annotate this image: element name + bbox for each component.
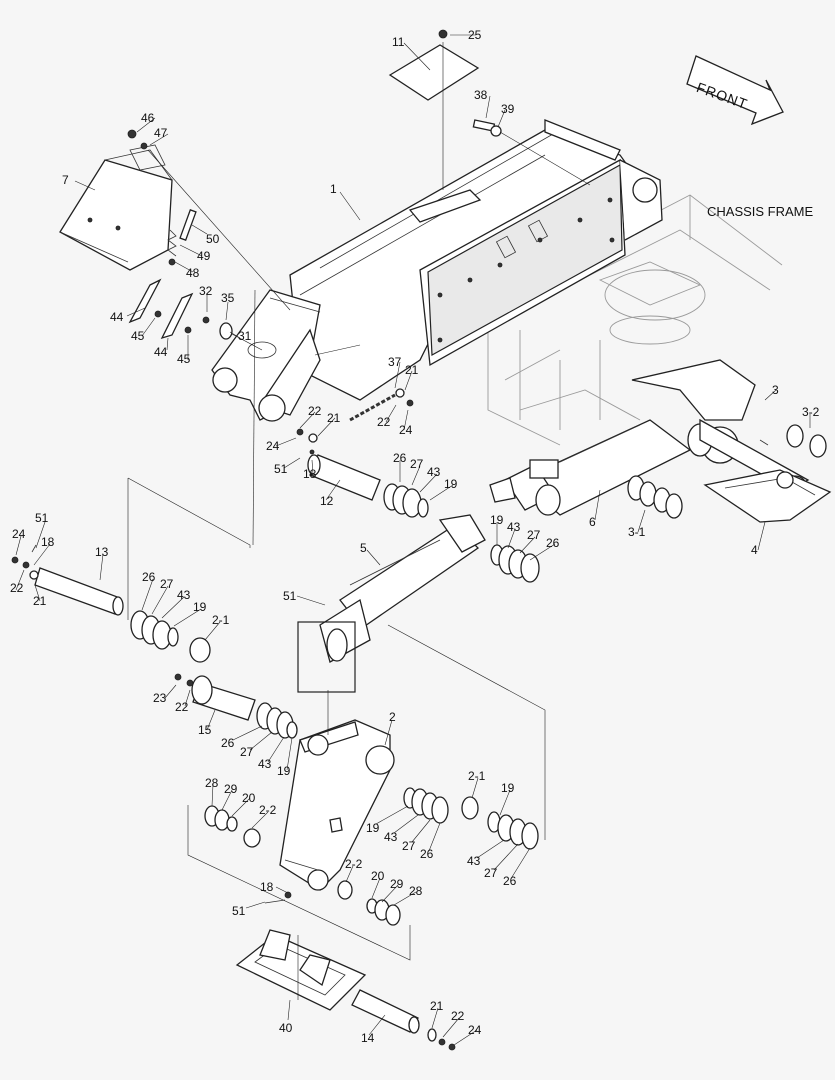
cover-7 [59,129,291,311]
boom-cylinder-5 [297,514,486,693]
bracket-44a [128,278,162,324]
ring-stack-a [383,483,429,518]
bushing-3-1 [627,475,683,519]
boom-front-forks [211,289,321,422]
pin-15 [174,673,256,721]
bushing-3-2 [786,424,827,458]
ring-stack-h [337,880,401,926]
ring-stack-f [461,796,539,850]
spring-49 [167,209,197,266]
assembly-lines [127,289,546,1000]
pin-13 [11,544,124,616]
chain-37 [314,344,414,422]
chassis-frame [487,194,783,446]
pin-12 [296,428,381,501]
bolt-32 [202,316,263,351]
bracket-44b [160,292,194,340]
main-boom [289,119,663,401]
bolt-38 [472,119,591,186]
shoe-4 [703,469,832,523]
cover-plate-11 [388,29,480,190]
ring-stack-c [130,610,211,663]
arm-2 [279,719,395,891]
ring-stack-g [204,805,261,848]
front-arrow [686,55,784,126]
ring-stack-d [256,702,298,739]
pin-18-lower [264,891,292,904]
ring-stack-b [490,544,540,583]
ring-stack-e [403,787,449,824]
shoe-40 [235,929,367,1011]
pin-14 [351,989,456,1051]
callout-leaders [15,34,811,1046]
